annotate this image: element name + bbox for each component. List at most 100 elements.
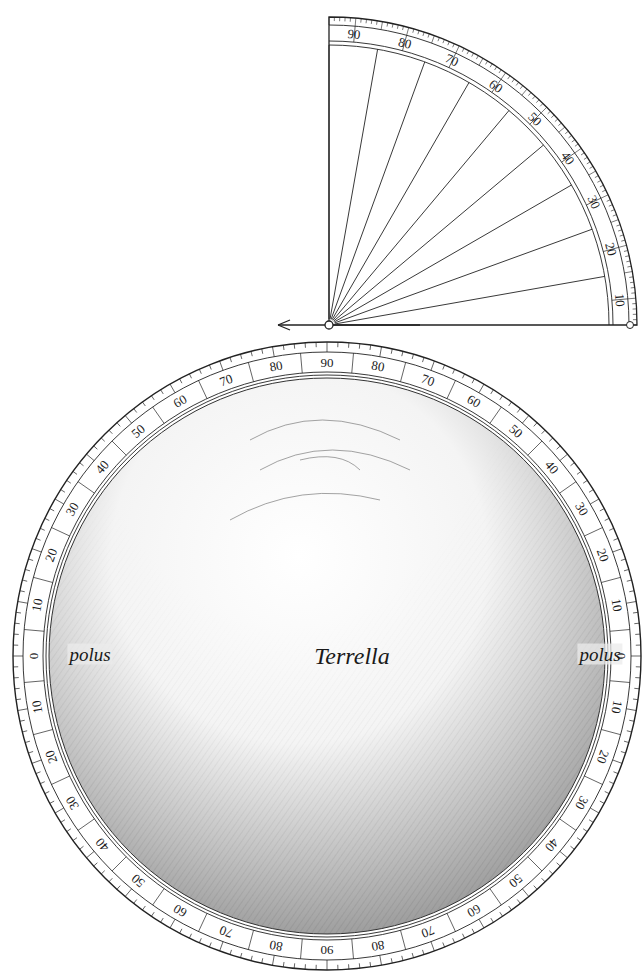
ring-tick <box>36 772 41 774</box>
ring-tick <box>13 645 18 646</box>
ring-degree: 30 <box>573 794 591 812</box>
quadrant-tick <box>476 56 478 60</box>
ring-divider <box>401 930 406 949</box>
ring-tick <box>251 351 252 356</box>
quadrant-tick <box>613 215 617 216</box>
ring-tick <box>557 446 561 449</box>
ring-tick <box>16 699 21 701</box>
ring-tick <box>634 688 639 690</box>
ring-tick <box>479 919 484 928</box>
quadrant-arc <box>329 41 613 325</box>
quadrant-tick <box>587 162 590 164</box>
ring-tick <box>337 342 338 347</box>
ring-tick <box>240 354 241 359</box>
quadrant-tick <box>456 46 459 53</box>
ring-tick <box>67 480 71 483</box>
quadrant-tick <box>575 144 578 146</box>
ring-tick <box>522 889 528 897</box>
ring-tick <box>613 549 622 552</box>
ring-tick <box>380 347 382 357</box>
ring-tick <box>633 699 638 701</box>
ring-tick <box>16 612 21 614</box>
quadrant-tick <box>611 220 619 223</box>
quadrant-tick <box>528 93 531 96</box>
ring-tick <box>462 374 464 378</box>
needle <box>278 320 420 330</box>
quadrant-ray <box>333 111 509 321</box>
ring-degree: 90 <box>321 944 334 957</box>
ring-tick <box>431 361 434 370</box>
ring-tick <box>262 349 263 354</box>
ring-tick <box>635 677 640 678</box>
ring-tick <box>629 591 634 592</box>
ring-divider <box>51 528 69 536</box>
ring-tick <box>61 490 65 493</box>
ring-tick <box>590 808 599 813</box>
ring-tick <box>189 934 191 938</box>
ring-tick <box>370 345 372 350</box>
ring-tick <box>50 509 54 511</box>
ring-tick <box>180 929 182 933</box>
ring-divider <box>301 939 303 959</box>
quadrant-tick <box>629 276 633 278</box>
ring-divider <box>401 362 406 381</box>
ring-tick <box>609 782 614 784</box>
quadrant-tick <box>486 61 488 64</box>
ring-tick <box>189 374 191 378</box>
terrella-label: Terrella <box>314 644 390 668</box>
ring-tick <box>583 480 587 483</box>
quadrant-tick <box>490 64 492 67</box>
ring-tick <box>283 345 285 350</box>
quadrant-tick <box>443 39 445 43</box>
quadrant-tick <box>626 260 630 262</box>
ring-tick <box>142 906 145 910</box>
ring-tick <box>613 760 622 763</box>
ring-tick <box>28 559 33 561</box>
ring-tick <box>509 906 512 910</box>
quadrant-ray <box>330 49 378 319</box>
ring-tick <box>462 934 464 938</box>
ring-tick <box>600 509 604 511</box>
ring-divider <box>112 441 126 455</box>
quadrant-tick <box>508 76 510 79</box>
ring-divider <box>352 353 354 373</box>
ring-degree: 10 <box>609 700 624 715</box>
ring-tick <box>517 409 520 413</box>
quadrant <box>329 17 637 329</box>
ring-tick <box>134 409 137 413</box>
ring-tick <box>22 580 27 581</box>
quadrant-tick <box>413 29 414 33</box>
ring-tick <box>636 645 641 646</box>
quadrant-tick <box>551 115 554 118</box>
ring-tick <box>209 943 211 948</box>
ring-tick <box>589 820 593 823</box>
ring-tick <box>621 559 626 561</box>
quadrant-tick <box>448 41 450 45</box>
ring-tick <box>542 430 545 434</box>
ring-tick <box>161 390 164 394</box>
ring-tick <box>272 347 274 357</box>
ring-tick <box>517 900 520 904</box>
ring-divider <box>24 630 44 632</box>
ring-degree: 70 <box>218 924 235 941</box>
quadrant-tick <box>423 32 424 36</box>
ring-degree: 80 <box>268 938 283 953</box>
ring-tick <box>262 958 263 963</box>
ring-tick <box>560 851 568 857</box>
ring-tick <box>422 950 424 955</box>
quadrant-tick <box>536 100 539 103</box>
ring-tick <box>391 958 392 963</box>
quadrant-tick <box>565 131 568 134</box>
ring-tick <box>380 955 382 965</box>
ring-degree: 50 <box>507 422 525 440</box>
ring-tick <box>272 955 274 965</box>
quadrant-tick <box>620 235 624 236</box>
quadrant-tick <box>366 19 367 23</box>
ring-tick <box>305 964 306 969</box>
ring-tick <box>626 601 636 603</box>
ring-degree: 50 <box>129 422 147 440</box>
ring-tick <box>20 591 25 592</box>
ring-degree: 0 <box>27 653 40 660</box>
